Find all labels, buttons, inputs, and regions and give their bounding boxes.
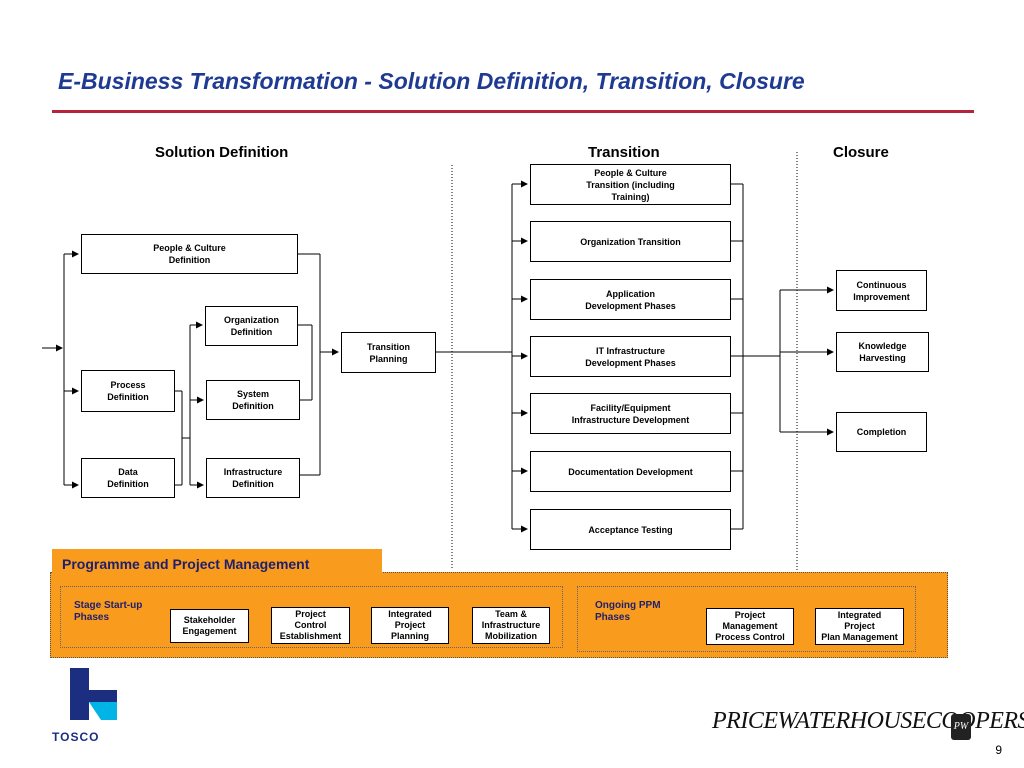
closure-box-continuous-improvement: Continuous Improvement bbox=[836, 270, 927, 311]
ppm-ongoing-group bbox=[577, 586, 916, 652]
pwc-logo-text: PRICEWATERHOUSECOOPERS bbox=[712, 708, 1024, 734]
transition-box-facility-equipment: Facility/Equipment Infrastructure Develo… bbox=[530, 393, 731, 434]
data-definition-box: Data Definition bbox=[81, 458, 175, 498]
system-definition-box: System Definition bbox=[206, 380, 300, 420]
ppm-project-control-box: Project Control Establishment bbox=[271, 607, 350, 644]
tosco-logo-text: TOSCO bbox=[52, 730, 100, 744]
closure-box-knowledge-harvesting: Knowledge Harvesting bbox=[836, 332, 929, 372]
slide-title: E-Business Transformation - Solution Def… bbox=[58, 68, 805, 94]
ppm-team-mobilization-box: Team & Infrastructure Mobilization bbox=[472, 607, 550, 644]
page-number: 9 bbox=[995, 743, 1002, 757]
organization-definition-box: Organization Definition bbox=[205, 306, 298, 346]
transition-box-documentation: Documentation Development bbox=[530, 451, 731, 492]
transition-box-it-infrastructure: IT Infrastructure Development Phases bbox=[530, 336, 731, 377]
heading-transition: Transition bbox=[588, 144, 660, 161]
pwc-mark-icon: PW bbox=[951, 714, 971, 740]
closure-box-completion: Completion bbox=[836, 412, 927, 452]
ppm-plan-management-box: Integrated Project Plan Management bbox=[815, 608, 904, 645]
infrastructure-definition-box: Infrastructure Definition bbox=[206, 458, 300, 498]
ppm-stakeholder-engagement-box: Stakeholder Engagement bbox=[170, 609, 249, 643]
people-culture-definition-box: People & Culture Definition bbox=[81, 234, 298, 274]
transition-planning-box: Transition Planning bbox=[341, 332, 436, 373]
process-definition-box: Process Definition bbox=[81, 370, 175, 412]
tosco-logo-icon bbox=[70, 668, 117, 720]
ppm-stage-label: Stage Start-up Phases bbox=[74, 600, 143, 623]
ppm-heading: Programme and Project Management bbox=[52, 549, 382, 576]
ppm-stage-group bbox=[60, 586, 563, 648]
transition-box-organization: Organization Transition bbox=[530, 221, 731, 262]
ppm-integrated-planning-box: Integrated Project Planning bbox=[371, 607, 449, 644]
ppm-process-control-box: Project Management Process Control bbox=[706, 608, 794, 645]
ppm-ongoing-label: Ongoing PPM Phases bbox=[595, 600, 661, 623]
title-rule bbox=[52, 110, 974, 113]
transition-box-application: Application Development Phases bbox=[530, 279, 731, 320]
transition-box-acceptance-testing: Acceptance Testing bbox=[530, 509, 731, 550]
heading-closure: Closure bbox=[833, 144, 889, 161]
transition-box-people-culture: People & Culture Transition (including T… bbox=[530, 164, 731, 205]
heading-solution-definition: Solution Definition bbox=[155, 144, 289, 161]
